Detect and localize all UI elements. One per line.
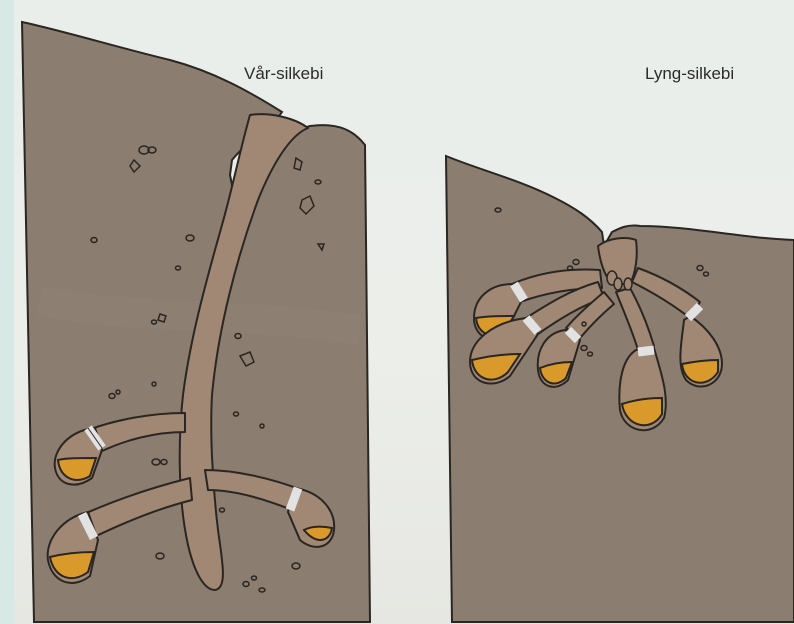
label-vaar-silkebi: Vår-silkebi bbox=[244, 64, 323, 84]
label-lyng-silkebi: Lyng-silkebi bbox=[645, 64, 734, 84]
